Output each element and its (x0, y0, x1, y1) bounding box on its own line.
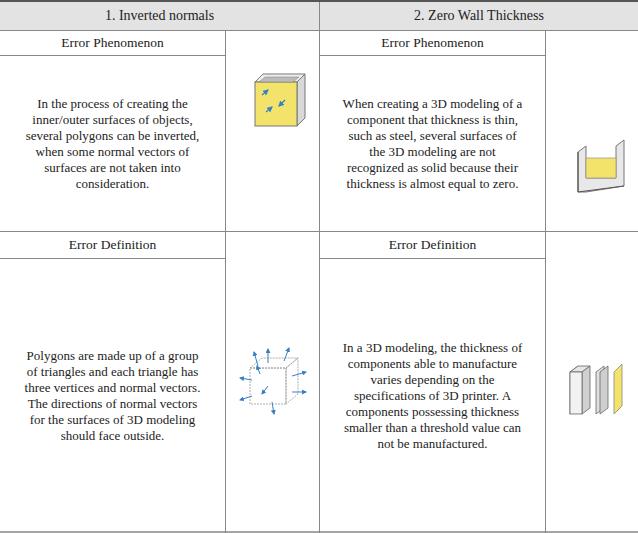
row-header-box: Error Definition (320, 232, 545, 258)
row-header-box: Error Phenomenon (320, 31, 545, 55)
column-header: 1. Inverted normals (105, 8, 214, 24)
table-cell: Polygons are made up of a group of trian… (20, 348, 205, 444)
thin-channel-icon (578, 140, 624, 192)
column-header-box: 2. Zero Wall Thickness (320, 2, 638, 30)
column-header-box: 1. Inverted normals (0, 2, 319, 30)
normal-cube-icon (240, 348, 306, 414)
table-cell-box: In the process of creating the inner/out… (0, 56, 225, 231)
table-cell: When creating a 3D modeling of a compone… (340, 96, 525, 192)
row-header: Error Definition (69, 237, 156, 253)
table-cell: In a 3D modeling, the thickness of compo… (340, 340, 525, 452)
inverted-box-icon (255, 74, 305, 126)
table-cell: In the process of creating the inner/out… (20, 96, 205, 192)
table-cell-box: When creating a 3D modeling of a compone… (320, 56, 545, 231)
table-cell-box: Polygons are made up of a group of trian… (0, 259, 225, 532)
row-header: Error Definition (389, 237, 476, 253)
row-header: Error Phenomenon (61, 35, 163, 51)
row-header: Error Phenomenon (381, 35, 483, 51)
column-header: 2. Zero Wall Thickness (414, 8, 544, 24)
wall-thickness-icon (570, 364, 622, 414)
table-cell-box: In a 3D modeling, the thickness of compo… (320, 259, 545, 532)
row-header-box: Error Definition (0, 232, 225, 258)
row-header-box: Error Phenomenon (0, 31, 225, 55)
